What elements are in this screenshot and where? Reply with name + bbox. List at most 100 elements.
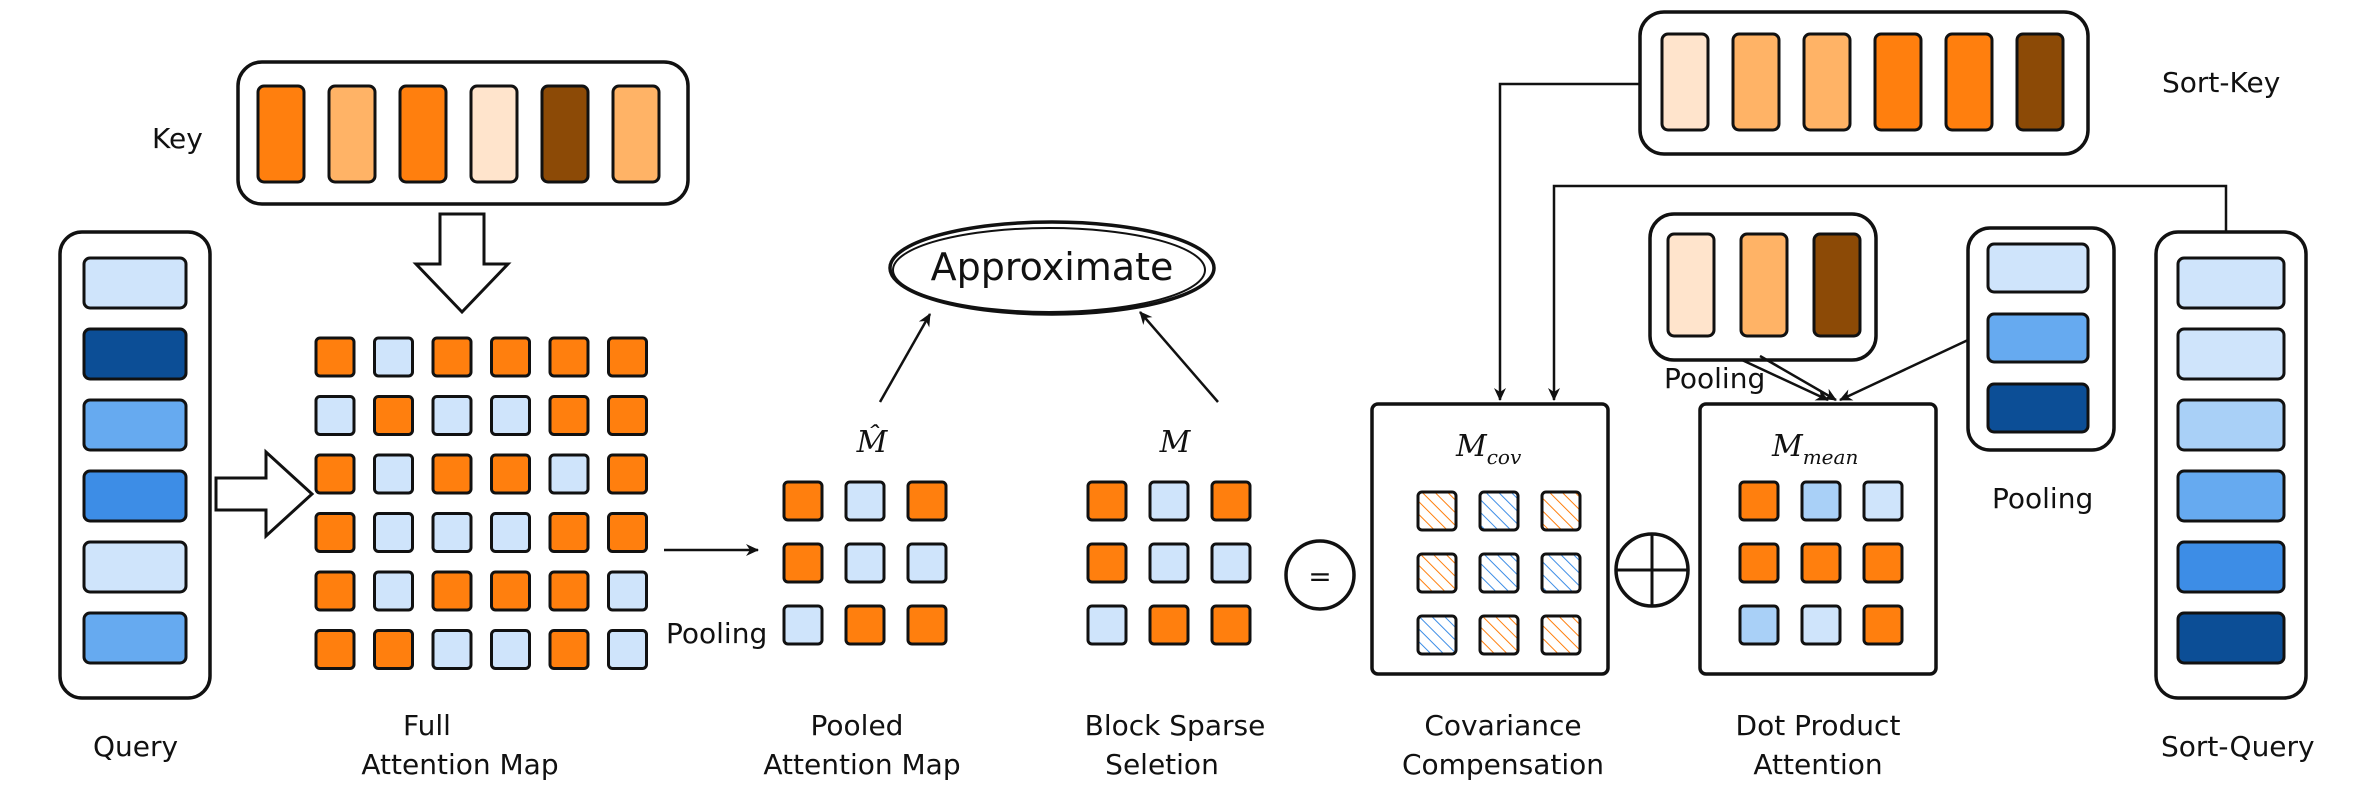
sort-key-token — [1944, 32, 1994, 132]
covariance-cell — [1416, 614, 1458, 656]
key-group: Key — [152, 60, 690, 206]
covariance-label-2: Compensation — [1402, 748, 1604, 781]
sort-key-token — [1873, 32, 1923, 132]
covariance-cell — [1416, 490, 1458, 532]
attention-cell — [373, 512, 414, 553]
dot-product-label-2: Attention — [1753, 748, 1882, 781]
attention-cell — [548, 629, 590, 670]
attention-cell — [490, 570, 531, 612]
attention-cell — [607, 512, 648, 553]
attention-cell — [314, 512, 356, 553]
pooled-key-token — [1739, 232, 1789, 338]
right-hollow-arrow — [214, 448, 315, 540]
pooled-query-token — [1986, 242, 2090, 294]
query-tokens — [82, 256, 188, 665]
sort-key-token — [1731, 32, 1781, 132]
dot-product-cell — [1800, 480, 1842, 522]
attention-cell — [431, 336, 473, 378]
pooled-key-tokens — [1666, 232, 1862, 338]
pooling-label-2: Pooling — [1664, 362, 1765, 395]
key-tokens — [256, 84, 661, 184]
query-token — [82, 256, 188, 310]
equals-sign: = — [1284, 539, 1356, 611]
attention-cell — [314, 336, 356, 378]
covariance-cell — [1540, 614, 1582, 656]
approximate-arrow-left — [878, 313, 932, 403]
sort-key-tokens — [1660, 32, 2065, 132]
pooled-query-group: Pooling — [1966, 226, 2116, 515]
block-sparse-cell — [1210, 542, 1252, 584]
pooled-key-to-mean-arrow-1 — [1741, 358, 1829, 402]
query-token — [82, 398, 188, 452]
attention-cell — [490, 629, 531, 670]
pooled-cell — [906, 480, 948, 522]
block-sparse-selection: M Block Sparse Seletion — [1085, 425, 1266, 781]
key-token — [611, 84, 661, 184]
block-sparse-cell — [1148, 542, 1190, 584]
approximate-arrow-right — [1139, 311, 1219, 403]
attention-cell — [607, 453, 648, 495]
key-token — [327, 84, 377, 184]
attention-cell — [314, 629, 356, 670]
block-sparse-cell — [1148, 480, 1190, 522]
sort-query-group: Sort-Query — [2154, 230, 2315, 763]
covariance-cell — [1416, 552, 1458, 594]
pooled-query-tokens — [1986, 242, 2090, 434]
sort-key-group: Sort-Key — [1638, 10, 2280, 156]
pooled-query-token — [1986, 382, 2090, 434]
dot-product-grid — [1738, 480, 1904, 646]
attention-cell — [314, 453, 356, 495]
attention-cell — [373, 570, 414, 612]
key-label: Key — [152, 122, 203, 155]
attention-cell — [431, 629, 473, 670]
block-sparse-cell — [1086, 542, 1128, 584]
attention-cell — [490, 336, 531, 378]
block-sparse-cell — [1210, 604, 1252, 646]
full-attention-grid — [314, 336, 648, 670]
block-sparse-cell — [1148, 604, 1190, 646]
pooled-cell — [782, 542, 824, 584]
covariance-cell — [1540, 490, 1582, 532]
dot-product-cell — [1862, 604, 1904, 646]
covariance-compensation: Mcov Covariance Compensation — [1370, 402, 1610, 781]
covariance-grid — [1416, 490, 1582, 656]
sort-query-label: Sort-Query — [2161, 730, 2315, 763]
block-sparse-label-2: Seletion — [1105, 748, 1219, 781]
attention-cell — [431, 512, 473, 553]
sort-query-token — [2176, 327, 2286, 381]
full-attention-map: Full Attention Map — [314, 336, 648, 781]
pooling-label-1: Pooling — [666, 617, 767, 650]
pooled-key-group: Pooling — [1648, 212, 1878, 395]
dot-product-cell — [1862, 542, 1904, 584]
pooled-cell — [782, 480, 824, 522]
pooling-label-3: Pooling — [1992, 482, 2093, 515]
pooled-cell — [844, 542, 886, 584]
attention-cell — [607, 336, 648, 378]
sort-key-token — [1802, 32, 1852, 132]
block-sparse-grid — [1086, 480, 1252, 646]
dot-product-cell — [1862, 480, 1904, 522]
covariance-cell — [1540, 552, 1582, 594]
attention-cell — [607, 629, 648, 670]
approximate-label: Approximate — [931, 245, 1174, 289]
attention-cell — [431, 395, 473, 436]
block-sparse-cell — [1086, 480, 1128, 522]
pooled-cell — [906, 604, 948, 646]
attention-cell — [373, 336, 414, 378]
pooled-cell — [844, 480, 886, 522]
attention-cell — [548, 512, 590, 553]
dot-product-cell — [1738, 480, 1780, 522]
approximate-bubble — [888, 220, 1216, 316]
sort-query-token — [2176, 398, 2286, 452]
sort-key-to-cov-arrow — [1494, 82, 1640, 401]
key-token — [540, 84, 590, 184]
query-token — [82, 540, 188, 594]
pooled-cell — [844, 604, 886, 646]
dot-product-cell — [1738, 542, 1780, 584]
attention-cell — [431, 570, 473, 612]
sort-key-token — [1660, 32, 1710, 132]
covariance-label-1: Covariance — [1424, 709, 1581, 742]
equals-label: = — [1308, 560, 1331, 593]
approximate-group: Approximate — [878, 220, 1219, 403]
attention-cell — [548, 570, 590, 612]
